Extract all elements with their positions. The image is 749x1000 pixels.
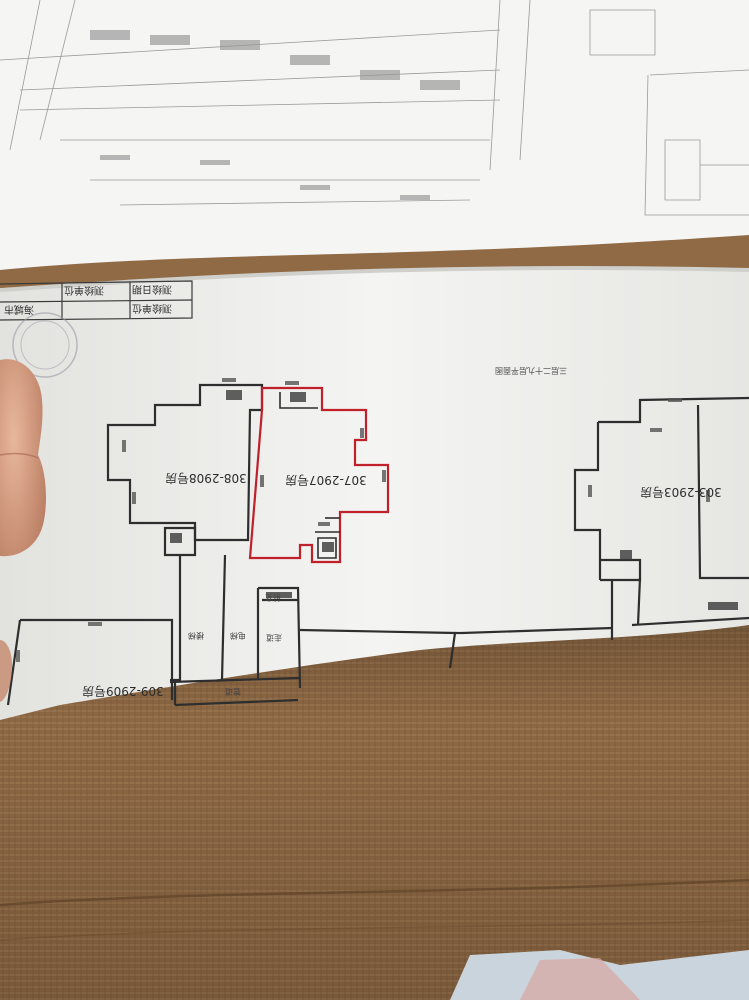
title-block-row1-value: 测绘单位 — [64, 284, 104, 295]
title-block — [0, 280, 193, 321]
hand-finger — [0, 359, 46, 557]
room-label-1: 前室 — [265, 593, 281, 602]
sofa-seam — [0, 878, 749, 907]
highlighted-unit-outline — [248, 386, 390, 564]
floor-plan-walls — [6, 383, 749, 707]
title-block-row1: 测绘日期 — [132, 283, 172, 294]
stamp — [12, 312, 78, 378]
room-label-3: 电梯 — [230, 631, 246, 640]
room-label-5: 管道 — [225, 687, 241, 696]
room-label-4: 走道 — [266, 633, 282, 642]
room-label-2: 楼梯 — [188, 631, 204, 640]
title-block-row2-value: 海城市 — [4, 303, 34, 314]
front-drawing-sheet — [0, 268, 749, 720]
plan-title: 三层二十九层平面图 — [495, 366, 567, 375]
unit-309-label: 309-2909号房 — [82, 684, 164, 698]
title-block-row2: 测绘单位 — [132, 302, 172, 313]
unit-303-label: 303-2903号房 — [640, 485, 722, 499]
unit-307-label: 307-2907号房 — [285, 473, 367, 487]
back-drawing-sheet — [0, 0, 749, 270]
unit-308-label: 308-2908号房 — [165, 471, 247, 485]
